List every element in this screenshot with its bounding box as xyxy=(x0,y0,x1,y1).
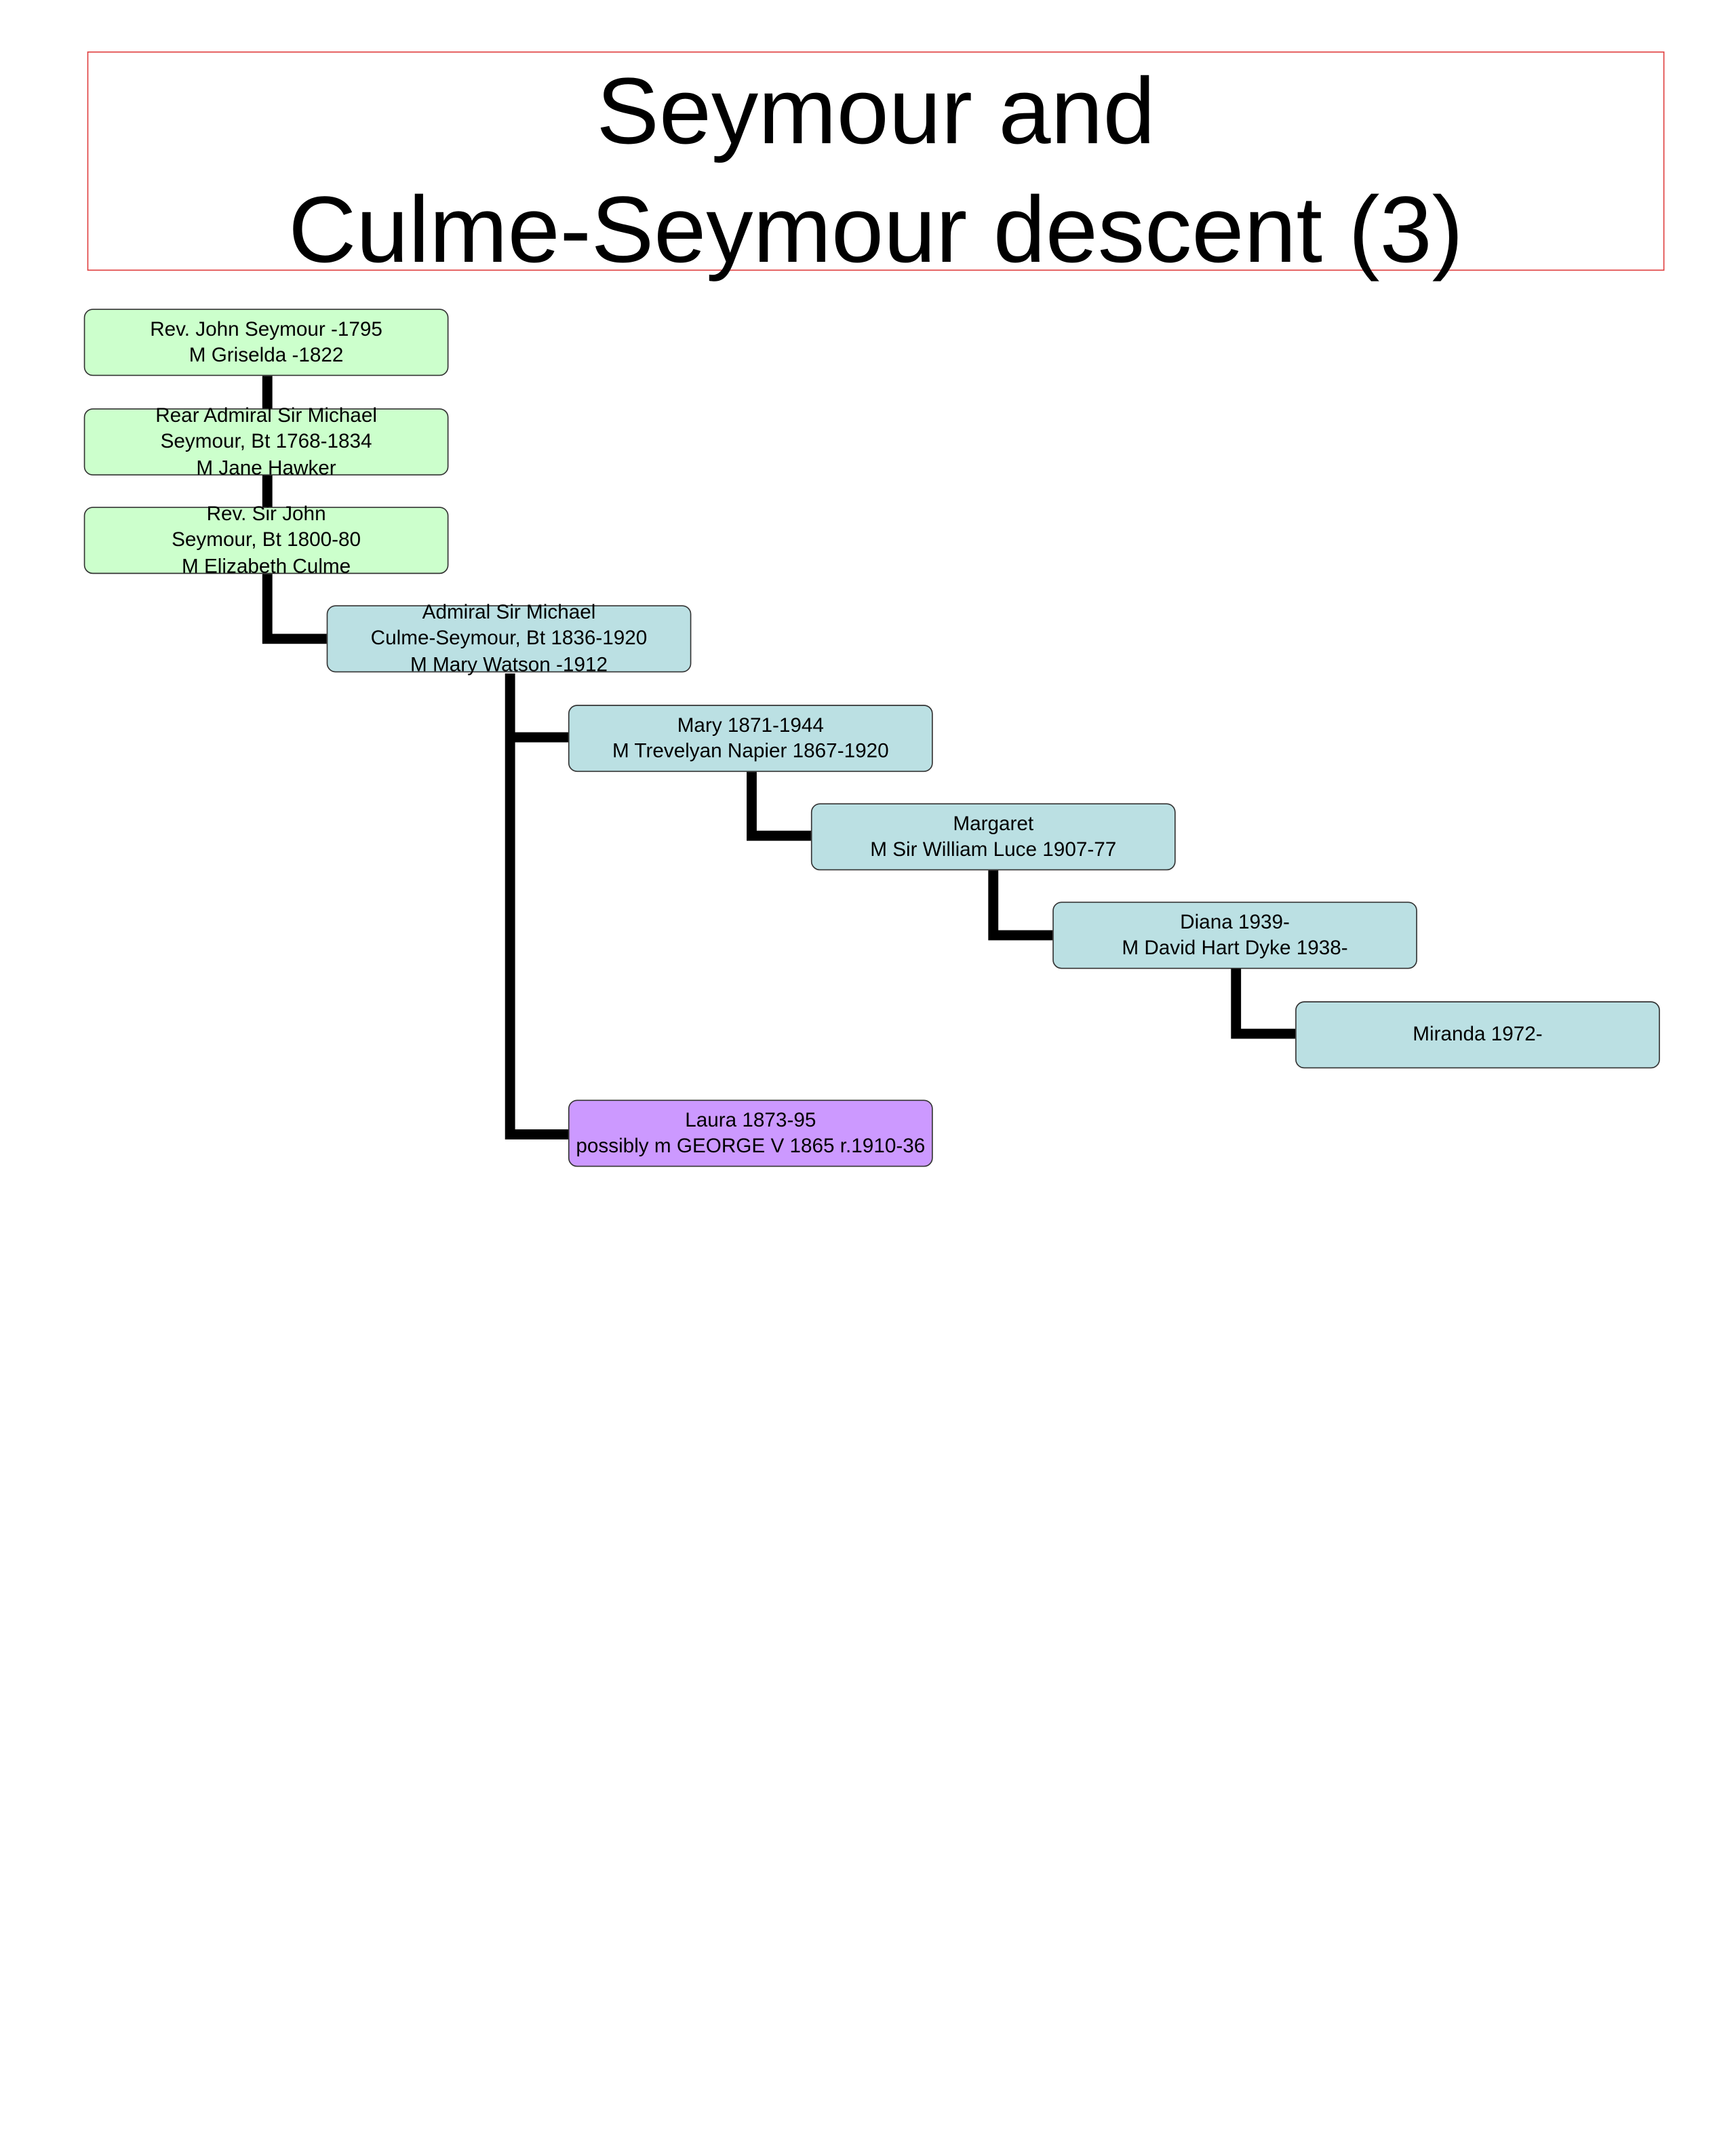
node-line: Culme-Seymour, Bt 1836-1920 xyxy=(370,627,648,650)
title-line-1: Seymour and xyxy=(596,58,1156,163)
connector-lines xyxy=(262,376,1296,1140)
person-node-admiral-culme-seymour: Admiral Sir Michael Culme-Seymour, Bt 18… xyxy=(326,600,692,676)
node-line: M Trevelyan Napier 1867-1920 xyxy=(612,739,889,762)
node-line: Diana 1939- xyxy=(1180,910,1290,933)
person-node-diana: Diana 1939- M David Hart Dyke 1938- xyxy=(1052,901,1417,969)
person-node-laura: Laura 1873-95 possibly m GEORGE V 1865 r… xyxy=(568,1099,933,1167)
node-line: Rev. Sir John xyxy=(206,502,326,525)
connector-admiral-laura xyxy=(505,673,568,1140)
title-box: Seymour and Culme-Seymour descent (3) xyxy=(87,51,1665,276)
node-line: Seymour, Bt 1768-1834 xyxy=(160,429,372,452)
node-line: M David Hart Dyke 1938- xyxy=(1122,936,1348,959)
person-node-john-seymour: Rev. John Seymour -1795 M Griselda -1822 xyxy=(83,309,449,376)
node-line: M Elizabeth Culme xyxy=(181,554,351,577)
connector-margaret-diana xyxy=(988,870,1053,941)
node-line: Laura 1873-95 xyxy=(685,1108,816,1131)
node-line: M Jane Hawker xyxy=(196,456,336,479)
node-line: Mary 1871-1944 xyxy=(677,713,824,736)
node-line: Seymour, Bt 1800-80 xyxy=(172,528,361,551)
node-line: M Griselda -1822 xyxy=(189,343,344,366)
node-line: Margaret xyxy=(953,811,1034,834)
person-node-margaret: Margaret M Sir William Luce 1907-77 xyxy=(810,803,1176,871)
connector-mary-margaret xyxy=(747,772,811,841)
connector-sirjohn-admiral xyxy=(262,574,327,644)
node-line: possibly m GEORGE V 1865 r.1910-36 xyxy=(576,1134,926,1157)
node-line: Rev. John Seymour -1795 xyxy=(150,317,382,340)
connector-diana-miranda xyxy=(1231,969,1296,1039)
person-node-sir-john-seymour: Rev. Sir John Seymour, Bt 1800-80 M Eliz… xyxy=(83,502,449,577)
node-line: M Mary Watson -1912 xyxy=(410,652,608,676)
person-node-mary: Mary 1871-1944 M Trevelyan Napier 1867-1… xyxy=(568,705,933,773)
node-line: Admiral Sir Michael xyxy=(422,600,596,623)
person-node-miranda: Miranda 1972- xyxy=(1295,1001,1660,1069)
node-line: Rear Admiral Sir Michael xyxy=(155,404,377,427)
title-line-2: Culme-Seymour descent (3) xyxy=(288,176,1463,282)
node-line: M Sir William Luce 1907-77 xyxy=(870,838,1117,861)
node-line: Miranda 1972- xyxy=(1413,1023,1543,1046)
person-node-michael-seymour: Rear Admiral Sir Michael Seymour, Bt 176… xyxy=(83,404,449,479)
